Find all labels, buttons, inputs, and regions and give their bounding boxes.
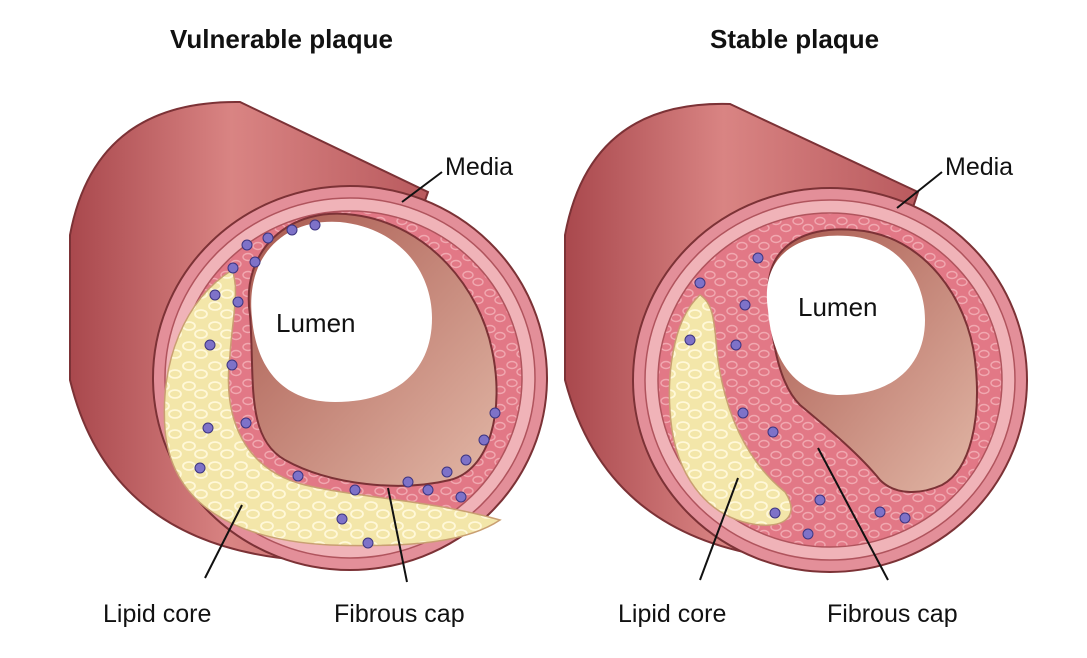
cell [227,262,239,274]
lipid-core-leader-line [699,477,739,581]
lumen-far-opening [251,221,432,402]
cell [899,512,911,524]
fibrous-cap-leader-line [817,447,889,581]
cell [684,334,696,346]
lumen-far-opening [766,235,925,395]
cell [739,299,751,311]
cell [802,528,814,540]
cell [292,470,304,482]
vulnerable-lipid-core-label: Lipid core [103,600,212,628]
cell [241,239,253,251]
cell [204,339,216,351]
inflammatory-cells [684,252,911,540]
cell [362,537,374,549]
cell [232,296,244,308]
inflammatory-cells [194,219,501,549]
cell [455,491,467,503]
stable-fibrous-cap-label: Fibrous cap [827,600,958,628]
cell [349,484,361,496]
vulnerable-plaque-title: Vulnerable plaque [170,24,393,54]
vulnerable-artery [69,100,548,583]
cell [209,289,221,301]
cell [309,219,321,231]
cell [769,507,781,519]
cell [489,407,501,419]
stable-media-label: Media [945,153,1014,181]
stable-plaque-title: Stable plaque [710,24,880,54]
vulnerable-fibrous-cap-label: Fibrous cap [334,600,465,628]
vulnerable-lumen-label: Lumen [276,308,356,338]
media-leader-line [401,171,443,203]
stable-lipid-core-label: Lipid core [618,600,727,628]
cell [694,277,706,289]
cell [752,252,764,264]
stable-lumen-label: Lumen [798,292,878,322]
cell [226,359,238,371]
cell [478,434,490,446]
cell [737,407,749,419]
cell [286,224,298,236]
cell [460,454,472,466]
media-leader-line [896,171,943,209]
cell [422,484,434,496]
lipid-core-leader-line [204,504,243,579]
cell [336,513,348,525]
cell [441,466,453,478]
fibrous-cap-leader-line [387,487,408,583]
cell [730,339,742,351]
cell [767,426,779,438]
cell [262,232,274,244]
lipid-core [668,294,792,526]
cell [874,506,886,518]
cell [814,494,826,506]
lipid-core [163,268,502,547]
vulnerable-media-label: Media [445,153,514,181]
stable-artery [564,102,1028,581]
cell [402,476,414,488]
cell [202,422,214,434]
cell [249,256,261,268]
cell [194,462,206,474]
cell [240,417,252,429]
